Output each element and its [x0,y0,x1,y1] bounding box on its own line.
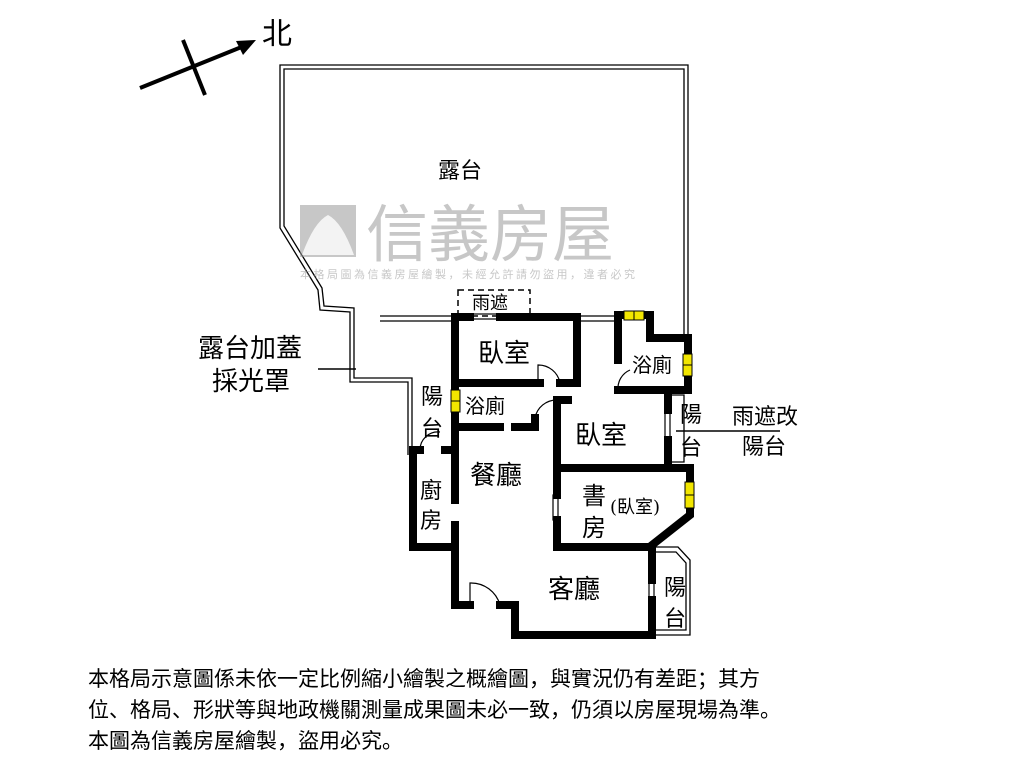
label-dining: 餐廳 [470,461,522,491]
label-balcony-right-1: 陽 [680,403,702,428]
label-bedroom-1: 臥室 [478,339,530,369]
label-study-note: (臥室) [610,497,660,518]
label-living: 客廳 [548,575,600,605]
label-bath-center: 浴廁 [465,394,505,418]
terrace-outline [279,64,691,636]
label-study-1: 書 [582,482,606,510]
callout-terrace-cover-1: 露台加蓋 [198,334,302,364]
label-bedroom-2: 臥室 [575,421,627,451]
watermark-logo [300,205,356,257]
disclaimer: 本格局示意圖係未依一定比例縮小繪製之概繪圖，與實況仍有差距；其方 位、格局、形狀… [88,664,781,757]
label-kitchen-2: 房 [420,509,442,534]
north-label: 北 [262,17,292,52]
disclaimer-line: 本格局示意圖係未依一定比例縮小繪製之概繪圖，與實況仍有差距；其方 [88,667,760,691]
callout-awning-changed-1: 雨遮改 [732,405,798,430]
label-balcony-left-2: 台 [421,417,443,442]
watermark-notice: 本格局圖為信義房屋繪製，未經允許請勿盜用，違者必究 [300,267,638,281]
doors [419,313,671,606]
label-awning: 雨遮 [472,293,508,314]
label-balcony-right-2: 台 [680,436,702,461]
north-arrow-icon [139,39,256,96]
label-balcony-living-1: 陽 [664,576,686,601]
watermark: 信義房屋 本格局圖為信義房屋繪製，未經允許請勿盜用，違者必究 [300,198,638,281]
awning-outline [457,289,531,317]
label-terrace: 露台 [438,159,482,184]
disclaimer-line: 本圖為信義房屋繪製，盜用必究。 [88,729,403,753]
label-balcony-left-1: 陽 [421,385,443,410]
label-study-2: 房 [582,514,606,542]
callout-awning-changed-2: 陽台 [742,435,786,460]
watermark-brand: 信義房屋 [366,198,614,271]
callout-terrace-cover-2: 採光罩 [212,367,290,397]
label-balcony-living-2: 台 [664,607,686,632]
disclaimer-line: 位、格局、形狀等與地政機關測量成果圖未必一致，仍須以房屋現場為準。 [88,698,781,722]
windows [450,310,695,509]
label-kitchen-1: 廚 [420,479,442,504]
label-bath-right: 浴廁 [632,353,672,377]
